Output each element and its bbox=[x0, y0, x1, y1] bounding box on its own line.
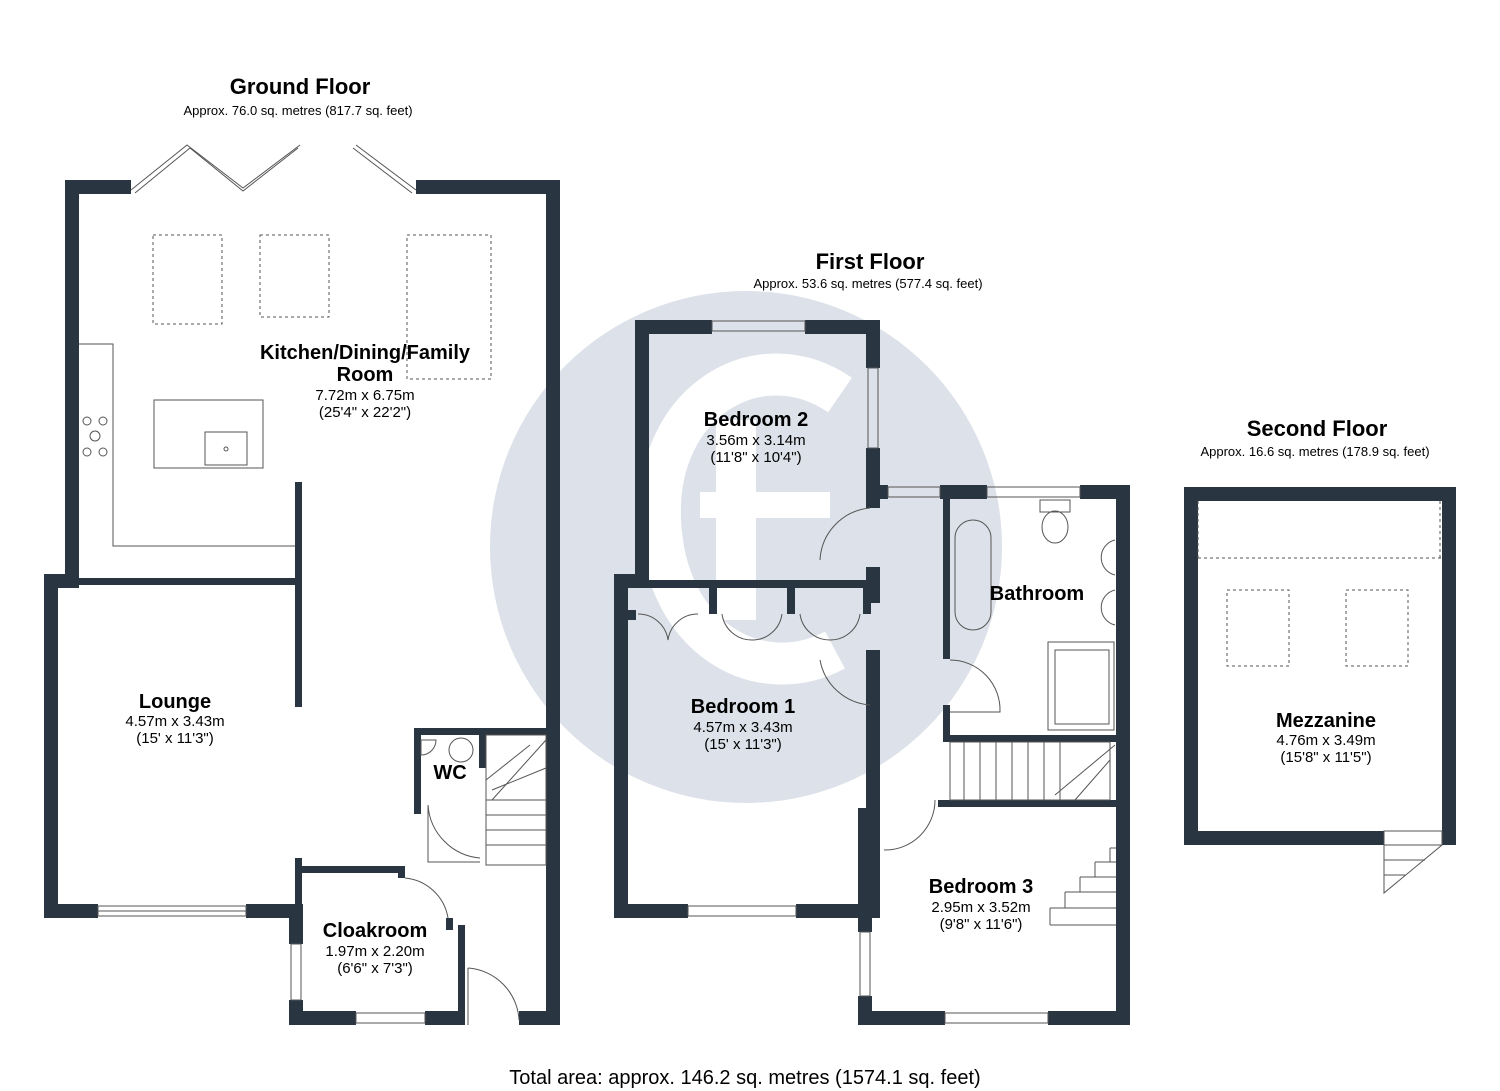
kitchen-metric: 7.72m x 6.75m bbox=[315, 387, 414, 404]
bedroom2-metric: 3.56m x 3.14m bbox=[706, 432, 805, 449]
ground-floor-plan bbox=[44, 180, 560, 1025]
kitchen-imperial: (25'4" x 22'2") bbox=[319, 404, 411, 421]
first-floor-area: Approx. 53.6 sq. metres (577.4 sq. feet) bbox=[753, 276, 982, 291]
lounge-imperial: (15' x 11'3") bbox=[136, 730, 213, 747]
lounge-metric: 4.57m x 3.43m bbox=[125, 713, 224, 730]
bedroom3-imperial: (9'8" x 11'6") bbox=[940, 916, 1023, 933]
cloakroom-metric: 1.97m x 2.20m bbox=[325, 943, 424, 960]
cloakroom-name: Cloakroom bbox=[323, 920, 427, 942]
ground-floor-fixtures bbox=[79, 144, 547, 1025]
bedroom2-imperial: (11'8" x 10'4") bbox=[710, 449, 801, 466]
cloakroom-imperial: (6'6" x 7'3") bbox=[337, 960, 413, 977]
wc-name: WC bbox=[433, 762, 466, 784]
first-floor-plan bbox=[614, 320, 1130, 1025]
bedroom2-name: Bedroom 2 bbox=[704, 409, 808, 431]
bedroom3-metric: 2.95m x 3.52m bbox=[931, 899, 1030, 916]
second-floor-title: Second Floor bbox=[1247, 416, 1388, 441]
lounge-name: Lounge bbox=[139, 691, 211, 713]
mezzanine-imperial: (15'8" x 11'5") bbox=[1280, 749, 1371, 766]
second-floor-area: Approx. 16.6 sq. metres (178.9 sq. feet) bbox=[1200, 444, 1429, 459]
total-area: Total area: approx. 146.2 sq. metres (15… bbox=[509, 1067, 980, 1089]
first-floor-fixtures bbox=[637, 320, 1116, 1024]
bedroom1-imperial: (15' x 11'3") bbox=[704, 736, 781, 753]
bedroom1-name: Bedroom 1 bbox=[691, 696, 795, 718]
bedroom1-metric: 4.57m x 3.43m bbox=[693, 719, 792, 736]
first-floor-title: First Floor bbox=[816, 249, 925, 274]
mezzanine-name: Mezzanine bbox=[1276, 710, 1376, 732]
bedroom3-name: Bedroom 3 bbox=[929, 876, 1033, 898]
second-floor-plan bbox=[1184, 487, 1456, 845]
kitchen-name-line1: Kitchen/Dining/Family bbox=[260, 342, 471, 364]
second-floor-fixtures bbox=[1197, 501, 1443, 895]
mezzanine-metric: 4.76m x 3.49m bbox=[1276, 732, 1375, 749]
kitchen-name-line2: Room bbox=[337, 364, 394, 386]
ground-floor-title: Ground Floor bbox=[230, 74, 371, 99]
ground-floor-area: Approx. 76.0 sq. metres (817.7 sq. feet) bbox=[183, 103, 412, 118]
bathroom-name: Bathroom bbox=[990, 583, 1084, 605]
